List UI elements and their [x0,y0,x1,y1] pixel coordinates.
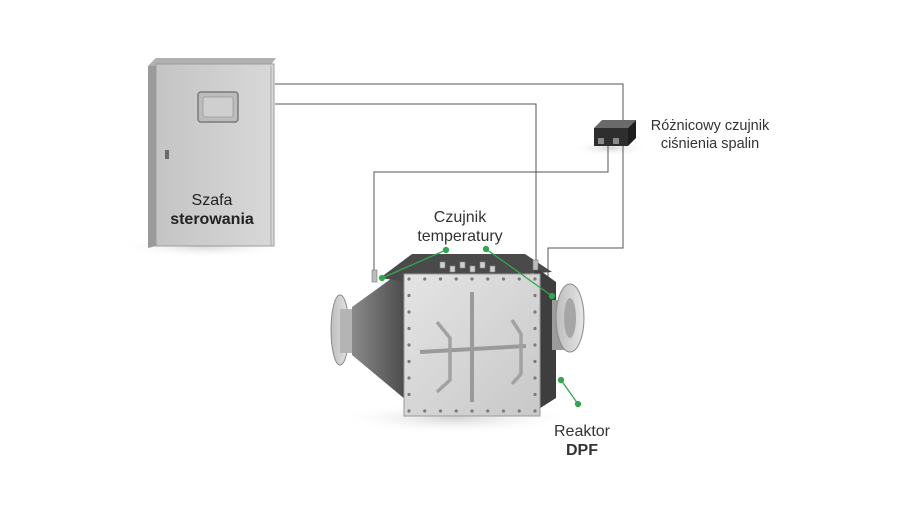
pressure-sensor-label-line1: Różnicowy czujnik [650,118,770,134]
cabinet-label-line1: Szafa [191,192,233,209]
cabinet-label-line2: sterowania [170,211,254,228]
wire-sensor-to-temp-sensor [373,146,609,278]
reactor-label-line2: DPF [566,442,598,459]
callout-temp-right-end [548,292,556,300]
top-ports [439,261,496,273]
stiffener-arc-left [435,320,452,394]
callouts [378,245,582,408]
face-bolts [407,277,537,413]
pressure-sensor-device [594,120,636,146]
cabinet-label: Szafa sterowania [150,191,274,229]
control-cabinet [148,58,276,248]
wire-cabinet-to-sensor [275,83,624,122]
cabinet-side [148,58,156,248]
pressure-probe [532,259,539,271]
bolt [517,277,521,281]
bolt [517,409,521,413]
pressure-sensor-port-left [598,138,604,144]
bolt [533,310,537,314]
wire-sensor-to-outlet [547,146,624,286]
bolt [407,343,411,347]
temperature-probe [371,269,378,283]
pressure-sensor-port-right [613,138,619,144]
bolt [407,359,411,364]
bolt [423,409,427,413]
bolt [533,277,537,281]
bolt [501,409,506,413]
callout-temp-right [485,248,553,297]
bolt [454,277,458,281]
cabinet-display-screen [202,96,234,118]
callout-temp-left-end [378,274,386,282]
bolt [470,409,474,413]
pressure-sensor-side [628,120,636,146]
pressure-sensor-label-line2: ciśnienia spalin [660,136,760,152]
bolt [407,409,411,413]
wiring [275,83,624,286]
outlet-flange-inner [564,298,576,338]
callout-temp-left [381,249,447,279]
callout-temp-left-dot [442,246,450,254]
temperature-sensor-label-line1: Czujnik [433,209,487,226]
temperature-sensor-label-line2: temperatury [417,228,503,245]
cabinet-handle [165,150,169,159]
dpf-reactor [330,254,585,417]
bolt [407,293,411,298]
pressure-sensor-top [594,120,636,128]
bolt [486,409,490,413]
callout-reactor-end [557,376,565,384]
reactor-label-line1: Reaktor [553,423,611,440]
temperature-sensor-label: Czujnik temperatury [398,208,522,246]
bolt [533,326,537,331]
wire-cabinet-to-reactor-top [275,103,537,266]
bolt [470,277,474,281]
bolt [533,359,537,364]
inlet-cone [352,268,406,400]
callout-reactor [560,379,579,405]
bolt [407,326,411,331]
reactor-label: Reaktor DPF [532,422,632,460]
bolt [438,409,443,413]
bolt [407,277,411,281]
callout-temp-right-dot [482,245,490,253]
bolt [438,277,443,281]
bolt [423,277,427,281]
callout-reactor-dot [574,400,582,408]
bolt [533,376,537,380]
bolt [533,409,537,413]
bolt [407,376,411,380]
pressure-sensor-label: Różnicowy czujnik ciśnienia spalin [630,117,790,153]
bolt [533,392,537,397]
bolt [407,392,411,397]
bolt [501,277,506,281]
bolt [533,293,537,298]
bolt [454,409,458,413]
stiffener-arc-right [510,319,523,386]
stiffener-horizontal [419,344,527,354]
bolt [486,277,490,281]
bolt [407,310,411,314]
bolt [533,343,537,347]
